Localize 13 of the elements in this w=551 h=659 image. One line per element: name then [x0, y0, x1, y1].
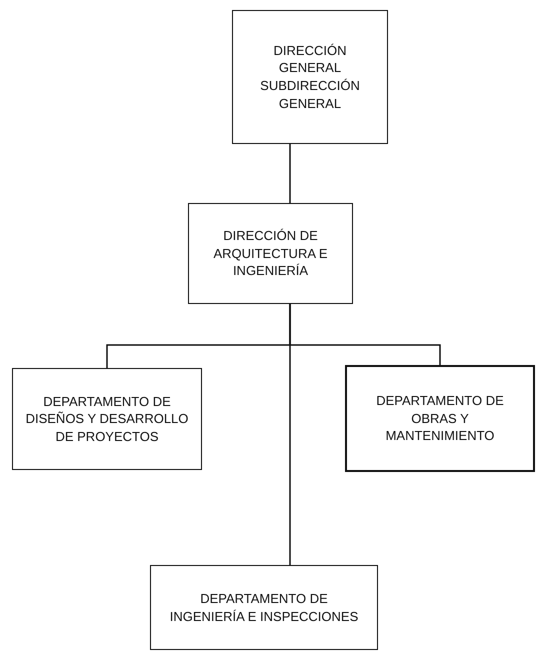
box-title: DIRECCIÓN GENERAL [272, 42, 348, 77]
box-title: DIRECCIÓN DE ARQUITECTURA E INGENIERÍA [212, 227, 329, 280]
connector-line [289, 144, 291, 203]
org-box [188, 203, 353, 304]
box-title: DEPARTAMENTO DE OBRAS Y MANTENIMIENTO [375, 392, 505, 445]
org-box [345, 365, 535, 472]
box-title: DEPARTAMENTO DE INGENIERÍA E INSPECCIONES [168, 590, 360, 626]
box-title: SUBDIRECCIÓN GENERAL [259, 77, 361, 112]
org-box [150, 565, 378, 650]
box-title: DEPARTAMENTO DE DISEÑOS Y DESARROLLO DE PROYECTOS [24, 392, 190, 446]
connector-line [289, 304, 291, 565]
org-box [232, 10, 388, 144]
org-box [12, 368, 202, 470]
